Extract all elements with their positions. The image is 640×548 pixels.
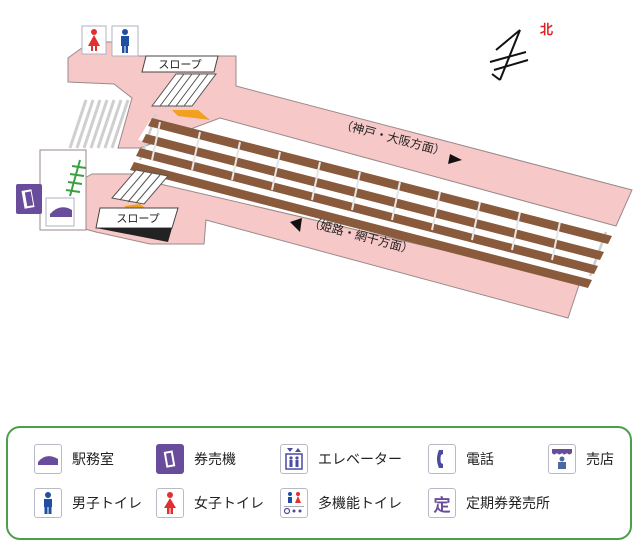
legend-label: 定期券発売所 bbox=[466, 496, 550, 512]
station-office-icon bbox=[34, 444, 62, 474]
commuter-pass-glyph: 定 bbox=[433, 495, 451, 516]
male-toilet-icon bbox=[111, 25, 139, 57]
multipurpose-toilet-icon bbox=[280, 488, 308, 518]
arrow-left-icon bbox=[290, 218, 302, 232]
stairs-upper bbox=[151, 73, 217, 120]
legend-label: 電話 bbox=[466, 452, 494, 468]
north-label: 北 bbox=[540, 23, 553, 38]
female-toilet-icon bbox=[81, 25, 107, 55]
legend-label: 女子トイレ bbox=[194, 496, 264, 512]
legend-item-commuter-pass: 定 定期券発売所 bbox=[428, 486, 550, 520]
slope-lower-label: スロープ bbox=[116, 212, 159, 225]
legend-label: 券売機 bbox=[194, 452, 236, 468]
north-arrow-icon bbox=[489, 29, 529, 81]
railway-tracks bbox=[130, 113, 612, 288]
male-toilet-icon bbox=[34, 488, 62, 518]
commuter-pass-icon: 定 bbox=[428, 488, 456, 518]
legend-item-multipurpose-toilet: 多機能トイレ bbox=[280, 486, 402, 520]
legend-label: エレベーター bbox=[318, 452, 402, 468]
legend-label: 売店 bbox=[586, 452, 614, 468]
elevator-icon bbox=[280, 444, 308, 474]
ramp-marker-upper bbox=[172, 110, 210, 120]
slope-upper: スロープ bbox=[141, 55, 219, 73]
legend-item-phone: 電話 bbox=[428, 442, 494, 476]
crossing-lines bbox=[68, 99, 130, 149]
station-map: スロープ スロープ bbox=[16, 23, 633, 319]
legend-label: 駅務室 bbox=[72, 452, 114, 468]
legend: 駅務室 券売機 エレベーター 電話 売店 男子トイレ 女子トイレ bbox=[6, 426, 632, 540]
turnstile-icon bbox=[65, 159, 87, 197]
female-toilet-icon bbox=[156, 488, 184, 518]
legend-item-shop: 売店 bbox=[548, 442, 614, 476]
legend-label: 多機能トイレ bbox=[318, 496, 402, 512]
legend-item-male-toilet: 男子トイレ bbox=[34, 486, 142, 520]
legend-item-female-toilet: 女子トイレ bbox=[156, 486, 264, 520]
ticket-machine-icon bbox=[156, 444, 184, 474]
slope-upper-label: スロープ bbox=[158, 58, 201, 71]
legend-item-ticket-machine: 券売機 bbox=[156, 442, 236, 476]
legend-label: 男子トイレ bbox=[72, 496, 142, 512]
ticket-machine-icon bbox=[16, 184, 42, 214]
legend-item-station-office: 駅務室 bbox=[34, 442, 114, 476]
legend-item-elevator: エレベーター bbox=[280, 442, 402, 476]
phone-icon bbox=[428, 444, 456, 474]
shop-icon bbox=[548, 444, 576, 474]
station-office-icon bbox=[45, 197, 75, 227]
slope-lower: スロープ bbox=[95, 207, 179, 242]
arrow-right-icon bbox=[448, 154, 462, 164]
